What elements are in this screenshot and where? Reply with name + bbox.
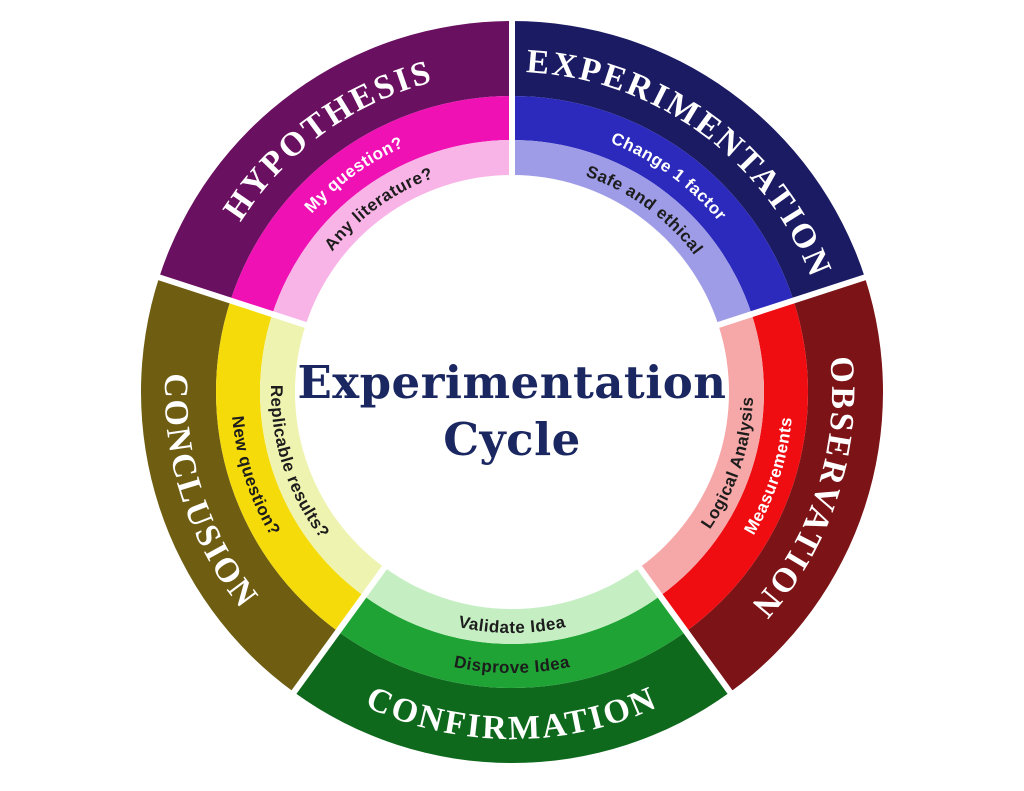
observation-middle-ring-sector bbox=[660, 300, 808, 632]
segment-divider bbox=[288, 560, 391, 698]
conclusion-middle-ring-sector bbox=[216, 300, 364, 632]
segment-divider bbox=[633, 560, 736, 698]
observation-inner-ring-sector bbox=[639, 314, 765, 596]
hypothesis-middle-ring-sector bbox=[230, 96, 513, 315]
center-title: Experimentation Cycle bbox=[297, 356, 726, 466]
segment-divider bbox=[153, 272, 314, 330]
hypothesis-outer-ring-sector bbox=[159, 21, 512, 301]
confirmation-outer-ring-sector bbox=[293, 631, 731, 764]
confirmation-middle-ring-sector bbox=[338, 595, 686, 688]
experimentation-middle-ring-sector bbox=[512, 96, 794, 315]
center-title-line2: Cycle bbox=[443, 413, 581, 466]
segment-divider bbox=[710, 272, 871, 330]
conclusion-inner-ring-sector bbox=[259, 314, 385, 596]
hypothesis-inner-ring-sector bbox=[272, 140, 512, 325]
conclusion-outer-ring-sector bbox=[140, 277, 339, 693]
observation-outer-ring-sector bbox=[685, 277, 884, 693]
experimentation-outer-ring-sector bbox=[512, 21, 865, 301]
center-title-line1: Experimentation bbox=[297, 356, 726, 409]
experimentation-inner-ring-sector bbox=[512, 140, 752, 325]
confirmation-inner-ring-sector bbox=[363, 567, 661, 644]
